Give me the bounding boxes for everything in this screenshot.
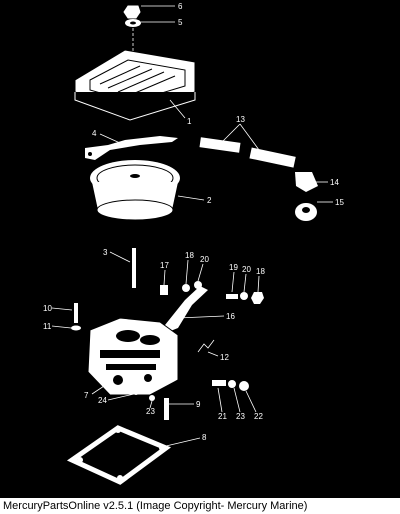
hardware-part-23b <box>228 380 236 388</box>
callout-4: 4 <box>92 129 97 138</box>
hardware-part-24 <box>133 389 139 395</box>
hose-part-13 <box>199 137 296 168</box>
air-cleaner-cover-part-1 <box>74 49 196 121</box>
elbow-part-14 <box>295 172 318 192</box>
callout-5: 5 <box>178 18 183 27</box>
hardware-part-20b <box>240 292 248 300</box>
hardware-part-17 <box>160 285 168 295</box>
callout-17: 17 <box>160 261 169 270</box>
callout-21: 21 <box>218 412 227 421</box>
callout-8: 8 <box>202 433 207 442</box>
callout-16: 16 <box>226 312 235 321</box>
spring-part-12 <box>197 339 215 353</box>
callout-10: 10 <box>43 304 52 313</box>
callout-9: 9 <box>196 400 201 409</box>
washer-part-11 <box>71 325 81 331</box>
callout-1: 1 <box>187 117 192 126</box>
callout-7: 7 <box>84 391 89 400</box>
callout-22: 22 <box>254 412 263 421</box>
callout-13: 13 <box>236 115 245 124</box>
image-copyright-caption: MercuryPartsOnline v2.5.1 (Image Copyrig… <box>0 498 400 514</box>
callout-19: 19 <box>229 263 238 272</box>
air-filter-part-2 <box>90 160 180 221</box>
leader-lines <box>51 5 333 447</box>
stud-part-9 <box>164 398 169 420</box>
callout-14: 14 <box>330 178 339 187</box>
carburetor-part-7 <box>87 317 179 396</box>
bracket-part-4 <box>85 136 178 160</box>
gasket-part-8 <box>66 425 172 485</box>
exploded-parts-diagram: 6 5 1 4 13 14 15 2 3 17 18 20 19 20 18 1… <box>43 2 344 485</box>
callout-labels: 6 5 1 4 13 14 15 2 3 17 18 20 19 20 18 1… <box>43 2 344 442</box>
hardware-part-19 <box>226 294 238 299</box>
callout-18a: 18 <box>185 251 194 260</box>
callout-3: 3 <box>103 248 108 257</box>
callout-20b: 20 <box>242 265 251 274</box>
nut-part-6 <box>123 5 141 19</box>
callout-23b: 23 <box>236 412 245 421</box>
callout-20a: 20 <box>200 255 209 264</box>
stud-part-3 <box>132 248 136 288</box>
screw-part-10 <box>74 303 78 323</box>
callout-24: 24 <box>98 396 107 405</box>
callout-15: 15 <box>335 198 344 207</box>
callout-6: 6 <box>178 2 183 11</box>
hardware-part-22 <box>239 381 249 391</box>
callout-18b: 18 <box>256 267 265 276</box>
grommet-part-15 <box>295 203 317 221</box>
hardware-part-20a <box>194 281 202 289</box>
callout-11: 11 <box>43 322 52 331</box>
callout-23a: 23 <box>146 407 155 416</box>
washer-part-5 <box>125 19 141 27</box>
hardware-part-23a <box>149 395 155 401</box>
callout-12: 12 <box>220 353 229 362</box>
hardware-part-18a <box>182 284 190 292</box>
linkage-part-16 <box>165 286 208 332</box>
hardware-part-18b <box>251 292 264 304</box>
callout-2: 2 <box>207 196 212 205</box>
hardware-part-21 <box>212 380 226 386</box>
